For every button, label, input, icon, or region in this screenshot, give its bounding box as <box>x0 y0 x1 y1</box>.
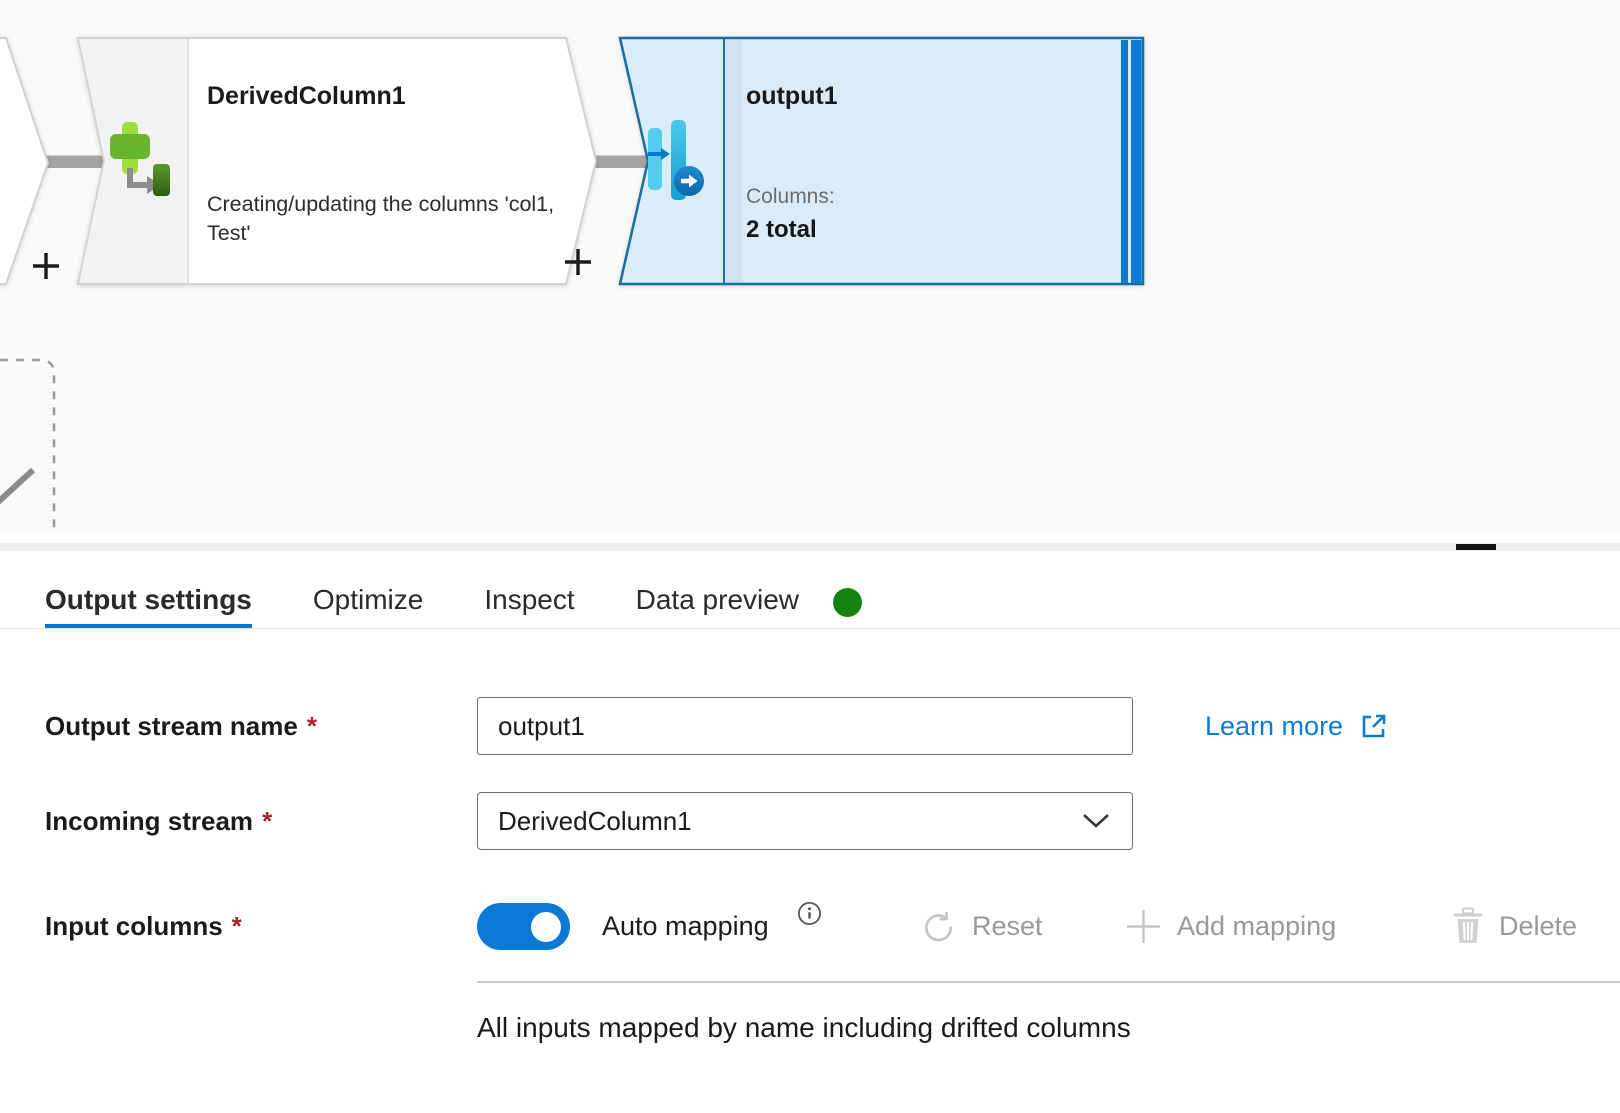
canvas-selection-outline <box>0 358 56 533</box>
chevron-down-icon <box>1083 814 1109 828</box>
incoming-stream-value: DerivedColumn1 <box>498 805 692 836</box>
tabs-divider <box>0 627 1620 629</box>
derived-column-icon <box>110 122 170 196</box>
required-marker: * <box>262 805 273 836</box>
derived-column-node[interactable] <box>76 37 598 285</box>
sink-node-columns-label: Columns: <box>746 185 835 208</box>
add-transformation-button-2[interactable] <box>565 249 591 275</box>
stream-connector-left <box>40 155 106 168</box>
incoming-stream-label: Incoming stream * <box>45 805 273 836</box>
previous-transformation-node[interactable] <box>0 37 50 285</box>
derived-column-node-description: Creating/updating the columns 'col1, Tes… <box>207 192 555 245</box>
incoming-stream-dropdown[interactable]: DerivedColumn1 <box>477 792 1133 850</box>
configuration-tabs: Output settings Optimize Inspect Data pr… <box>45 570 863 629</box>
reset-button[interactable]: Reset <box>920 899 1043 953</box>
required-marker: * <box>306 710 317 741</box>
tab-inspect[interactable]: Inspect <box>484 583 575 615</box>
add-transformation-button[interactable] <box>33 253 59 279</box>
dataflow-canvas[interactable]: DerivedColumn1 Creating/updating the col… <box>0 0 1620 533</box>
output-stream-name-label: Output stream name * <box>45 710 317 741</box>
reset-icon <box>925 911 953 941</box>
required-marker: * <box>231 910 242 941</box>
learn-more-link[interactable]: Learn more <box>1205 697 1388 755</box>
sink-icon <box>648 120 704 200</box>
derived-column-node-title: DerivedColumn1 <box>207 82 406 110</box>
panel-splitter <box>0 543 1620 551</box>
external-link-icon <box>1362 714 1386 738</box>
add-mapping-button[interactable]: Add mapping <box>1125 899 1336 953</box>
auto-mapping-label: Auto mapping <box>602 910 769 941</box>
sink-node-title: output1 <box>746 82 838 110</box>
stream-connector-right <box>592 155 650 168</box>
data-preview-status-dot <box>833 588 863 617</box>
info-icon[interactable] <box>797 901 822 926</box>
mapping-section-divider <box>477 981 1620 983</box>
panel-resize-handle[interactable] <box>1456 543 1496 550</box>
mapping-status-text: All inputs mapped by name including drif… <box>477 1012 1131 1043</box>
plus-icon <box>1127 909 1160 943</box>
sink-node-columns-count: 2 total <box>746 216 817 243</box>
tab-data-preview-label: Data preview <box>635 583 800 615</box>
sink-node-output1[interactable] <box>618 36 1145 286</box>
tab-output-settings[interactable]: Output settings <box>45 570 252 629</box>
input-columns-label: Input columns * <box>45 910 242 941</box>
auto-mapping-toggle[interactable] <box>477 903 570 950</box>
trash-icon <box>1454 907 1482 943</box>
output-stream-name-input[interactable] <box>477 697 1133 755</box>
delete-button[interactable]: Delete <box>1452 899 1577 953</box>
tab-optimize[interactable]: Optimize <box>312 583 424 615</box>
toggle-knob <box>531 911 561 942</box>
tab-data-preview[interactable]: Data preview <box>635 570 863 629</box>
